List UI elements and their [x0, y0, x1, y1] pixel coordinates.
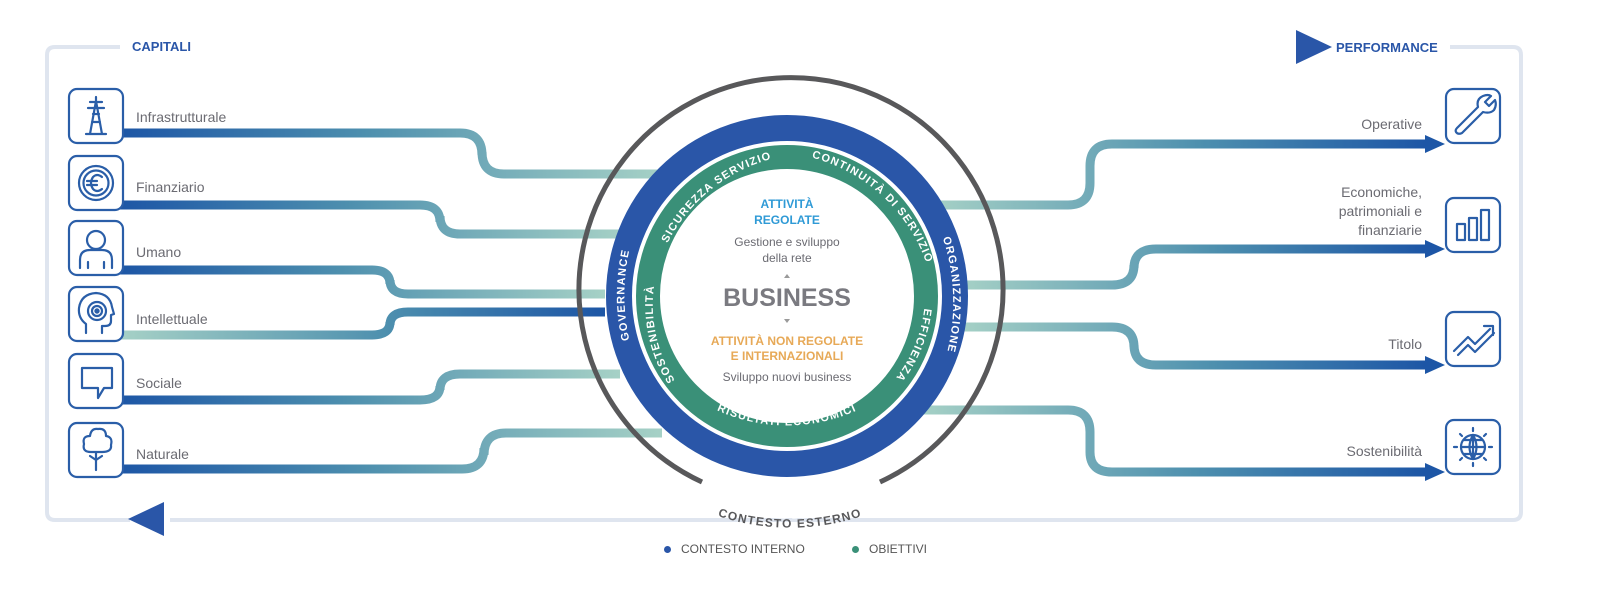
nonregulated-desc: Sviluppo nuovi business [723, 370, 852, 384]
flow-line-finanziario [120, 200, 625, 239]
globe-icon [1444, 418, 1502, 476]
arrowhead-operative-icon [1425, 135, 1445, 153]
flow-line-sociale [120, 369, 620, 405]
ring-label-strategia: STRATEGIA [751, 103, 834, 121]
capital-label-finanziario: Finanziario [136, 179, 205, 195]
capital-flows [120, 128, 662, 474]
legend-dot-blue [664, 545, 671, 553]
ring-label-governance: GOVERNANCE [615, 248, 632, 342]
bar-chart-icon [1444, 196, 1502, 254]
business-rings [576, 75, 1006, 485]
performance-label-titolo: Titolo [1388, 336, 1422, 352]
governance-ring [606, 115, 968, 477]
legend-label-contesto-interno: CONTESTO INTERNO [681, 542, 805, 556]
core-disc [661, 170, 913, 422]
flow-line-economiche [960, 244, 1425, 290]
caret-down-icon [784, 319, 790, 323]
economiche-line-2: patrimoniali e [1338, 203, 1422, 219]
performance-icons [1444, 87, 1502, 476]
flow-arrow-left-icon [128, 502, 164, 536]
legend-obiettivi: OBIETTIVI [852, 542, 927, 556]
capitali-header: CAPITALI [132, 39, 191, 54]
regulated-desc-line1: Gestione e sviluppo [734, 235, 840, 249]
capital-label-infrastrutturale: Infrastrutturale [136, 109, 227, 125]
performance-label-economiche: Economiche, patrimoniali e finanziarie [1339, 183, 1422, 240]
flow-frame [45, 30, 1523, 536]
nonregulated-title-line1: ATTIVITÀ NON REGOLATE [711, 333, 863, 348]
flow-arrow-right-icon [1296, 30, 1332, 64]
business-title: BUSINESS [723, 284, 851, 312]
tree-icon [67, 421, 125, 479]
arrowhead-titolo-icon [1425, 356, 1445, 374]
legend-contesto-interno: CONTESTO INTERNO [664, 542, 805, 556]
speech-bubble-icon [67, 352, 125, 410]
economiche-line-3: finanziarie [1358, 222, 1422, 238]
flow-line-sostenibilita [920, 405, 1425, 477]
flow-line-operative [930, 139, 1425, 210]
flow-line-naturale [120, 428, 662, 474]
capital-label-umano: Umano [136, 244, 182, 260]
head-target-icon [67, 285, 125, 343]
nonregulated-title-line2: E INTERNAZIONALI [731, 349, 844, 363]
person-icon [67, 219, 125, 277]
performance-flows [920, 135, 1445, 481]
arrowhead-sostenibilita-icon [1425, 463, 1445, 481]
arrowhead-economiche-icon [1425, 240, 1445, 258]
flow-line-intellettuale [120, 307, 605, 340]
wrench-icon [1444, 87, 1502, 145]
objectives-ring [636, 145, 938, 447]
outer-context-ring [576, 75, 1006, 485]
regulated-title-line2: REGOLATE [754, 213, 820, 227]
legend-label-obiettivi: OBIETTIVI [869, 542, 928, 556]
capital-label-intellettuale: Intellettuale [136, 311, 208, 327]
capital-icons [67, 87, 125, 479]
regulated-desc-line2: della rete [762, 251, 812, 265]
legend-dot-green [852, 545, 859, 553]
performance-header: PERFORMANCE [1336, 40, 1438, 55]
regulated-title-line1: ATTIVITÀ [760, 196, 813, 211]
capital-label-sociale: Sociale [136, 375, 182, 391]
trend-up-icon [1444, 310, 1502, 368]
flow-line-infrastrutturale [120, 128, 662, 179]
flow-line-titolo [960, 322, 1425, 370]
caret-up-icon [784, 274, 790, 278]
capital-label-naturale: Naturale [136, 446, 189, 462]
performance-label-sostenibilita: Sostenibilità [1346, 443, 1423, 459]
performance-label-operative: Operative [1361, 116, 1422, 132]
economiche-line-1: Economiche, [1341, 184, 1422, 200]
euro-icon [67, 154, 125, 212]
pylon-icon [67, 87, 125, 145]
flow-line-umano [120, 265, 605, 299]
